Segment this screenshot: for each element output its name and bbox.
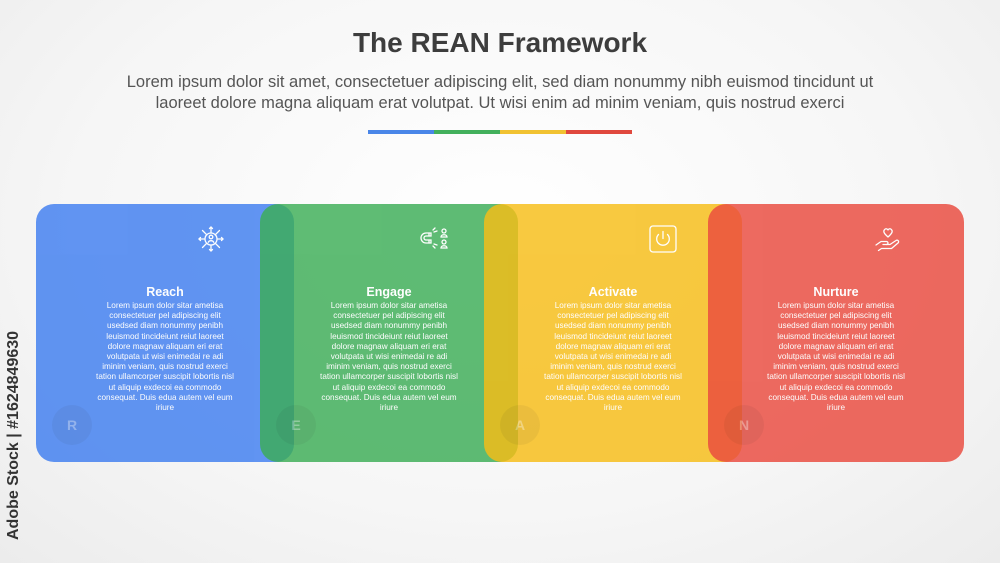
magnet-users-icon: [420, 227, 448, 249]
divider-segment-blue: [368, 130, 434, 134]
page-subtitle: Lorem ipsum dolor sit amet, consectetuer…: [60, 72, 940, 114]
card-reach: Reach Lorem ipsum dolor sitar ametisa co…: [36, 204, 294, 462]
card-letter-engage: E: [276, 405, 316, 445]
card-body-activate: Lorem ipsum dolor sitar ametisa consecte…: [544, 301, 682, 413]
card-body-reach: Lorem ipsum dolor sitar ametisa consecte…: [96, 301, 234, 413]
subtitle-line-1: Lorem ipsum dolor sit amet, consectetuer…: [126, 73, 874, 91]
card-letter-activate: A: [500, 405, 540, 445]
side-watermark-text: Adobe Stock | #1624849630: [5, 330, 22, 540]
card-title-engage: Engage: [366, 285, 412, 299]
card-title-nurture: Nurture: [813, 285, 859, 299]
card-letter-nurture: N: [724, 405, 764, 445]
divider-segment-red: [566, 130, 632, 134]
card-nurture: Nurture Lorem ipsum dolor sitar ametisa …: [708, 204, 964, 462]
hand-heart-icon: [875, 228, 900, 252]
network-user-icon: [198, 226, 224, 252]
page-title: The REAN Framework: [352, 27, 648, 58]
divider-segment-yellow: [500, 130, 566, 134]
card-title-activate: Activate: [588, 285, 638, 299]
card-body-nurture: Lorem ipsum dolor sitar ametisa consecte…: [767, 301, 905, 413]
card-engage: Engage Lorem ipsum dolor sitar ametisa c…: [260, 204, 518, 462]
power-button-icon: [649, 225, 677, 253]
divider-segment-green: [434, 130, 500, 134]
subtitle-line-2: laoreet dolore magna aliquam erat volutp…: [155, 94, 845, 112]
card-title-reach: Reach: [146, 285, 184, 299]
card-activate: Activate Lorem ipsum dolor sitar ametisa…: [484, 204, 742, 462]
card-letter-reach: R: [52, 405, 92, 445]
color-divider: [368, 130, 632, 134]
card-body-engage: Lorem ipsum dolor sitar ametisa consecte…: [320, 301, 458, 413]
